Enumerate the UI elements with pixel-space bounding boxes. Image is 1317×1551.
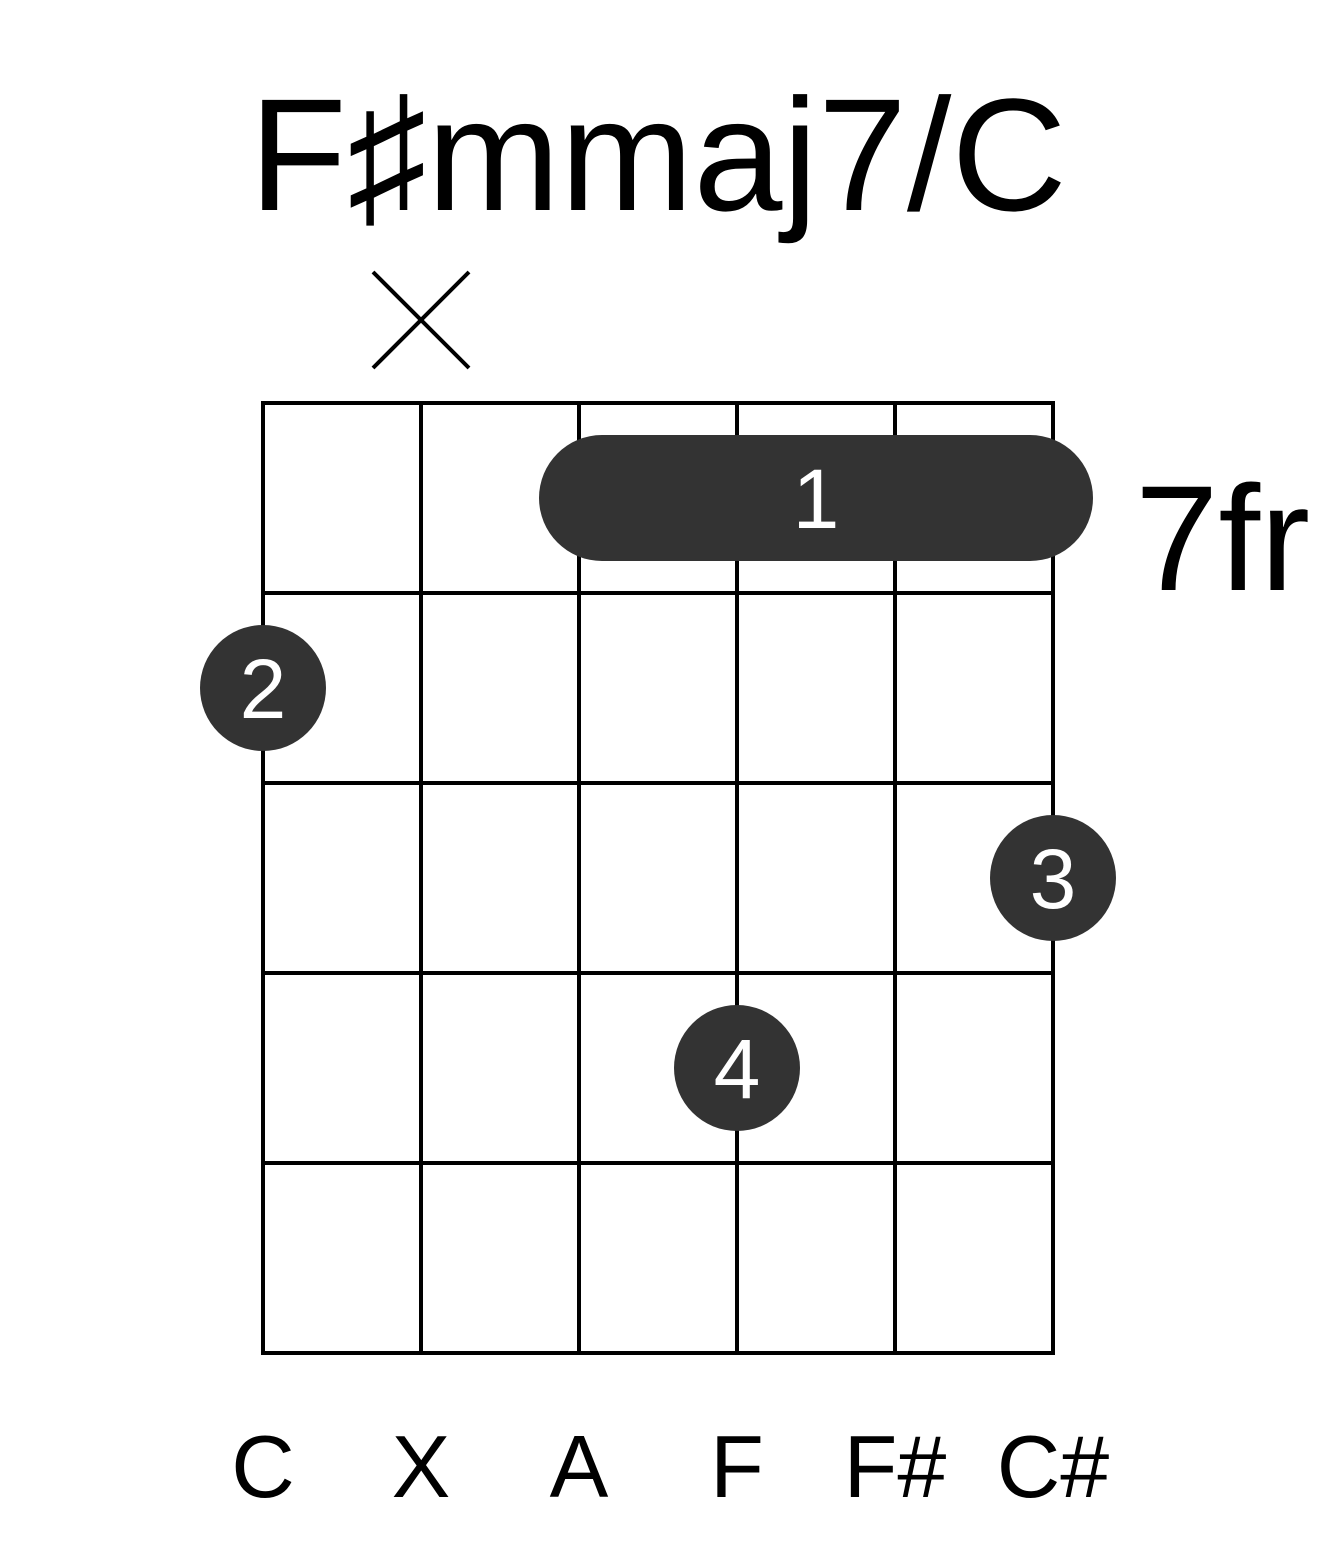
barre-finger-label: 1 (793, 452, 840, 546)
finger-number-2: 2 (240, 642, 287, 736)
base-fret-label: 7fr (1135, 454, 1310, 622)
string-note-2: X (392, 1417, 451, 1516)
mute-marker-icon (371, 270, 471, 370)
finger-number-4: 4 (714, 1022, 761, 1116)
finger-layer: 2 3 4 (200, 625, 1116, 1131)
finger-dot-3 (990, 815, 1116, 941)
finger-number-3: 3 (1030, 832, 1077, 926)
string-note-5: F# (844, 1417, 947, 1516)
chord-title: F♯mmaj7/C (249, 65, 1067, 244)
barre-layer: 1 (539, 435, 1093, 561)
finger-dot-4 (674, 1005, 800, 1131)
finger-dot-2 (200, 625, 326, 751)
string-note-3: A (550, 1417, 609, 1516)
string-note-1: C (231, 1417, 295, 1516)
mute-markers (371, 270, 471, 370)
string-note-4: F (710, 1417, 764, 1516)
barre-bar (539, 435, 1093, 561)
string-note-6: C# (997, 1417, 1110, 1516)
